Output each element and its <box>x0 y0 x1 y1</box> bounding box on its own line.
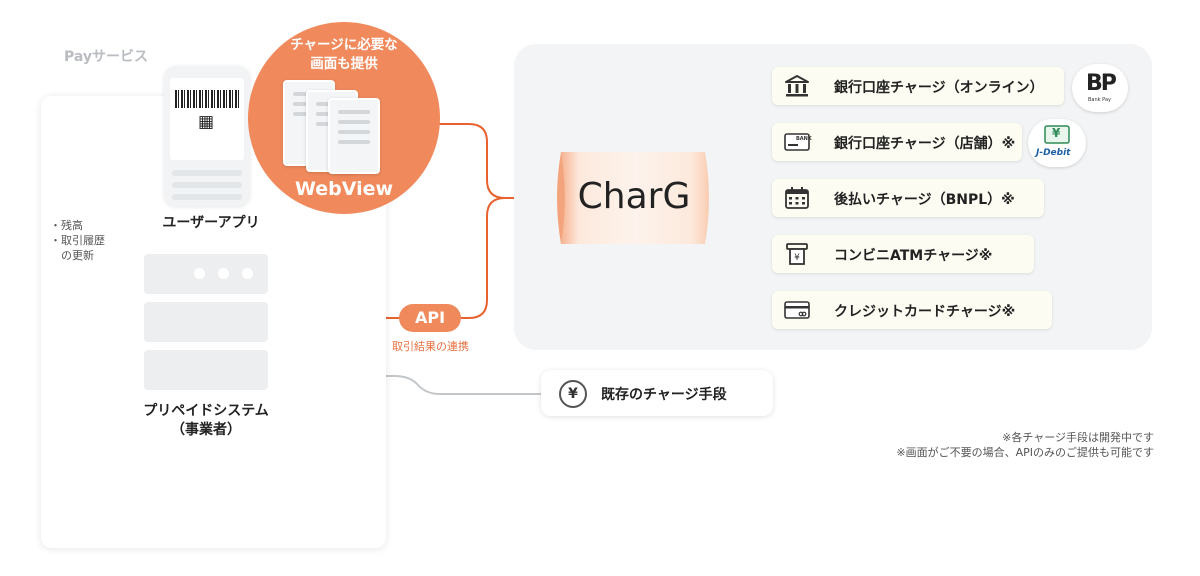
yen-coin-icon: ¥ <box>559 380 587 408</box>
document-icon <box>328 98 380 174</box>
footnote: ※各チャージ手段は開発中です <box>1002 431 1154 444</box>
bankpay-logo: BP Bank Pay <box>1072 64 1128 112</box>
bank-building-icon <box>785 75 809 97</box>
webview-title: WebView <box>294 178 394 200</box>
charge-method-label: 銀行口座チャージ（オンライン） <box>834 80 1044 96</box>
api-note: 取引結果の連携 <box>392 340 469 353</box>
atm-icon: ¥ <box>786 243 808 265</box>
footnotes: ※各チャージ手段は開発中です ※画面がご不要の場合、APIのみのご提供も可能です <box>896 430 1154 460</box>
user-app-label: ユーザーアプリ <box>162 215 260 231</box>
existing-method-line <box>274 375 541 395</box>
jdebit-text: J-Debit <box>1036 148 1071 158</box>
charge-method-bank-store: BANK 銀行口座チャージ（店舗）※ <box>772 123 1022 161</box>
charg-label: CharG <box>577 176 691 217</box>
charge-method-atm: ¥ コンビニATMチャージ※ <box>772 235 1034 273</box>
phone-bar <box>172 170 242 176</box>
bank-card-icon <box>784 133 810 151</box>
charge-method-bnpl: 後払いチャージ（BNPL）※ <box>772 179 1044 217</box>
qr-code-icon: ▦ <box>198 112 215 132</box>
api-badge: API <box>399 304 461 332</box>
jdebit-card-icon <box>1044 125 1070 144</box>
api-arrow <box>271 197 553 323</box>
barcode-icon <box>175 90 239 108</box>
charg-cylinder <box>557 152 709 244</box>
jdebit-yen: ¥ <box>1052 126 1061 140</box>
side-note-line: ・取引履歴 <box>50 234 105 247</box>
jdebit-logo: ¥ J-Debit <box>1028 119 1086 167</box>
side-note-line: ・残高 <box>50 219 83 232</box>
charge-method-bank-online: 銀行口座チャージ（オンライン） <box>772 67 1064 105</box>
server-unit <box>144 350 268 390</box>
webview-arrow <box>253 119 553 199</box>
charge-method-label: クレジットカードチャージ※ <box>834 304 1016 320</box>
side-note: ・残高 ・取引履歴 の更新 <box>50 218 105 263</box>
prepaid-system-label: プリペイドシステム （事業者） <box>143 403 269 438</box>
server-unit <box>144 254 268 294</box>
calendar-icon <box>785 187 809 209</box>
existing-charge-method: ¥ 既存のチャージ手段 <box>541 370 773 416</box>
bank-card-text: BANK <box>796 136 812 142</box>
credit-card-icon <box>784 301 810 319</box>
charge-method-label: 銀行口座チャージ（店舗）※ <box>834 136 1016 152</box>
footnote: ※画面がご不要の場合、APIのみのご提供も可能です <box>896 446 1154 459</box>
phone-bar <box>172 182 242 188</box>
server-unit <box>144 302 268 342</box>
pay-service-label: Payサービス <box>64 49 149 65</box>
bankpay-logo-mark: BP <box>1086 71 1117 96</box>
charge-method-label: 後払いチャージ（BNPL）※ <box>834 192 1015 208</box>
existing-method-label: 既存のチャージ手段 <box>601 387 727 403</box>
bankpay-logo-text: Bank Pay <box>1088 97 1111 103</box>
charge-method-label: コンビニATMチャージ※ <box>834 248 993 264</box>
charge-method-credit-card: クレジットカードチャージ※ <box>772 291 1052 329</box>
phone-bar <box>172 194 242 200</box>
svg-text:¥: ¥ <box>794 253 800 263</box>
webview-caption: チャージに必要な 画面も提供 <box>290 37 398 72</box>
side-note-line: の更新 <box>50 249 94 262</box>
